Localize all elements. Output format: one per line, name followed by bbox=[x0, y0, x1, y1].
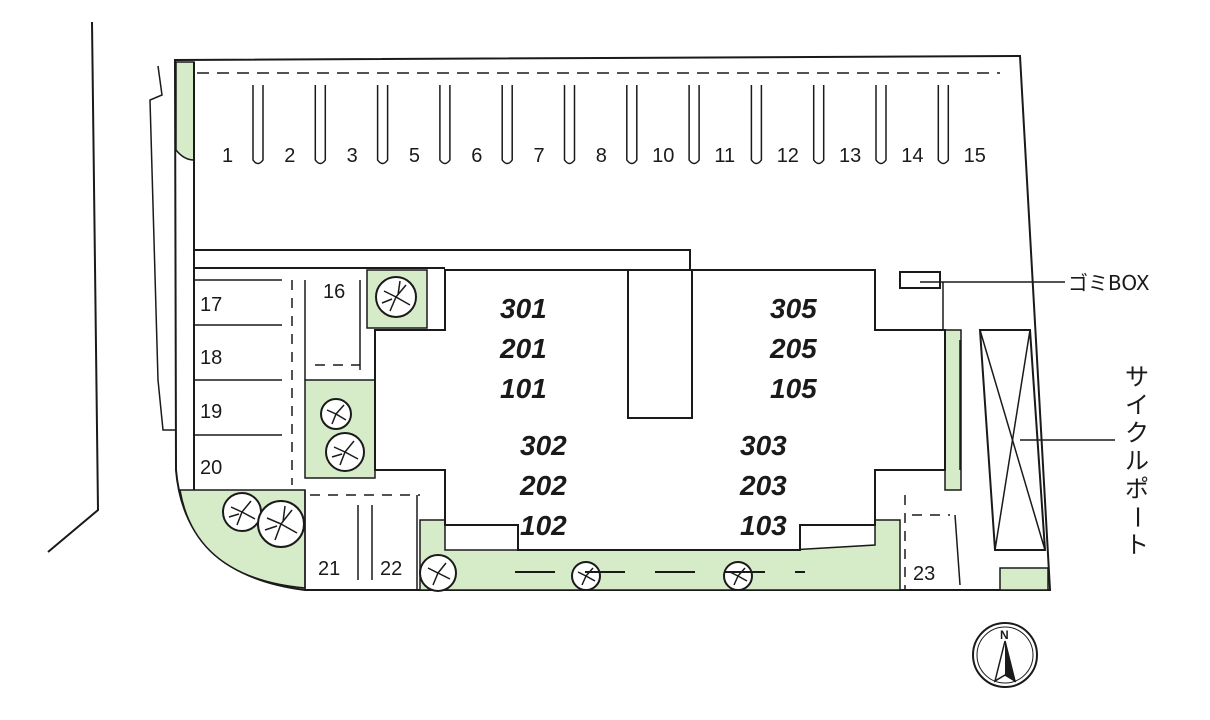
parking-6: 6 bbox=[471, 145, 482, 167]
parking-19: 19 bbox=[200, 401, 222, 423]
tree-icon bbox=[723, 561, 753, 591]
parking-divider bbox=[626, 85, 638, 165]
tree-icon bbox=[419, 554, 457, 592]
unit-301: 301 bbox=[500, 293, 547, 324]
cycle-port-char: イ bbox=[1125, 391, 1149, 419]
parking-3: 3 bbox=[347, 145, 358, 167]
unit-103: 103 bbox=[740, 510, 787, 541]
parking-8: 8 bbox=[596, 145, 607, 167]
road-edge bbox=[47, 21, 100, 553]
tree-icon bbox=[325, 432, 365, 472]
parking-16: 16 bbox=[323, 281, 345, 303]
parking-17: 17 bbox=[200, 294, 222, 316]
parking-14: 14 bbox=[901, 145, 923, 167]
parking-numbers-left: 17 18 19 20 16 21 22 23 bbox=[200, 281, 935, 585]
parking-divider bbox=[875, 85, 887, 165]
parking-divider bbox=[937, 85, 950, 165]
left-parking-structure bbox=[193, 62, 691, 590]
unit-105: 105 bbox=[770, 373, 817, 404]
parking-15: 15 bbox=[964, 145, 986, 167]
tree-icon bbox=[320, 398, 352, 430]
parking-22: 22 bbox=[380, 558, 402, 580]
cycle-port-char: ー bbox=[1123, 505, 1151, 529]
parking-1: 1 bbox=[222, 145, 233, 167]
parking-7: 7 bbox=[534, 145, 545, 167]
cycle-port-char: ク bbox=[1125, 419, 1149, 447]
parking-21: 21 bbox=[318, 558, 340, 580]
garbage-box-label: ゴミBOX bbox=[1068, 271, 1150, 295]
parking-divider bbox=[252, 85, 264, 165]
parking-divider bbox=[376, 85, 389, 165]
north-letter: N bbox=[1000, 628, 1009, 642]
parking-dividers-top bbox=[252, 85, 950, 165]
unit-102: 102 bbox=[520, 510, 567, 541]
parking-divider bbox=[314, 85, 327, 165]
unit-305: 305 bbox=[770, 293, 817, 324]
tree-icon bbox=[257, 500, 305, 548]
unit-202: 202 bbox=[519, 470, 567, 501]
tree-icon bbox=[571, 561, 601, 591]
unit-302: 302 bbox=[520, 430, 567, 461]
cycle-port-char: ト bbox=[1125, 531, 1149, 559]
parking-11: 11 bbox=[714, 145, 735, 167]
parking-divider bbox=[439, 85, 451, 165]
cycle-port-char: サ bbox=[1125, 363, 1149, 391]
parking-13: 13 bbox=[839, 145, 861, 167]
tree-icon bbox=[222, 492, 262, 532]
unit-201: 201 bbox=[499, 333, 547, 364]
right-side-structures bbox=[899, 271, 1065, 590]
apartment-building[interactable] bbox=[374, 269, 946, 551]
parking-divider bbox=[688, 85, 700, 165]
north-arrow-icon: N bbox=[972, 622, 1038, 688]
trees bbox=[222, 276, 753, 592]
parking-2: 2 bbox=[284, 145, 295, 167]
cycle-port-char: ル bbox=[1125, 447, 1149, 475]
parking-divider bbox=[750, 85, 763, 165]
parking-5: 5 bbox=[409, 145, 420, 167]
parking-divider bbox=[501, 85, 513, 165]
parking-18: 18 bbox=[200, 347, 222, 369]
tree-icon bbox=[375, 276, 417, 318]
parking-10: 10 bbox=[652, 145, 674, 167]
unit-203: 203 bbox=[739, 470, 787, 501]
unit-303: 303 bbox=[740, 430, 787, 461]
cycle-port[interactable] bbox=[978, 329, 1115, 551]
unit-labels: 301 201 101 305 205 105 302 202 102 303 … bbox=[499, 293, 817, 541]
parking-12: 12 bbox=[777, 145, 799, 167]
parking-20: 20 bbox=[200, 457, 222, 479]
unit-101: 101 bbox=[500, 373, 547, 404]
unit-205: 205 bbox=[769, 333, 817, 364]
parking-23: 23 bbox=[913, 563, 935, 585]
cycle-port-char: ポ bbox=[1125, 475, 1149, 503]
parking-divider bbox=[812, 85, 825, 165]
parking-divider bbox=[563, 85, 576, 165]
